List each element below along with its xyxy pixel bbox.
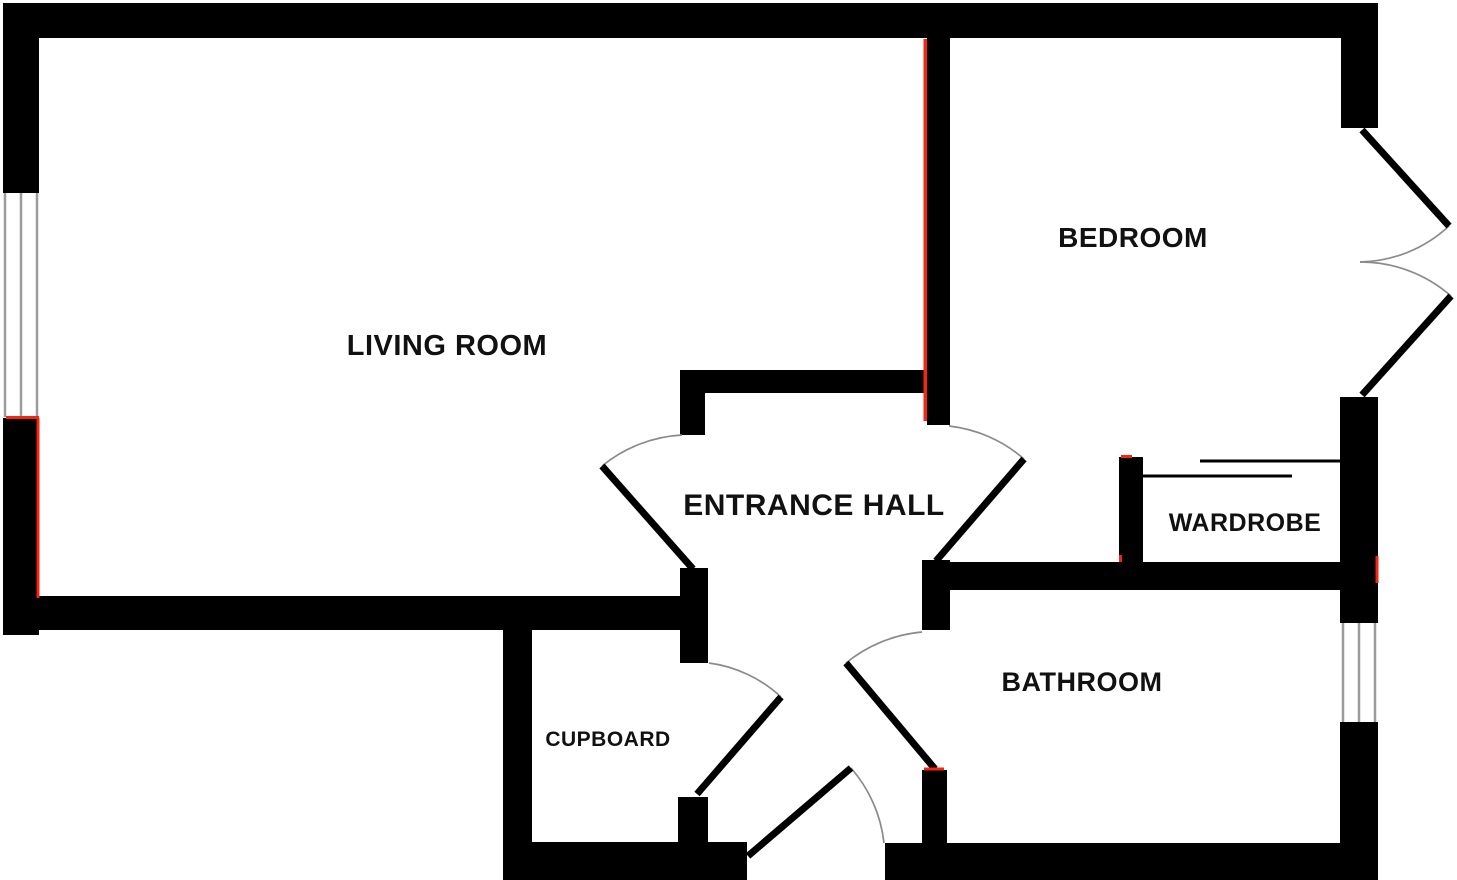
- room-labels: LIVING ROOM BEDROOM ENTRANCE HALL WARDRO…: [347, 222, 1322, 751]
- red-mark-bathroom-stub-top: [924, 767, 944, 771]
- cupboard-label: CUPBOARD: [545, 728, 670, 751]
- bathroom-door-leaf: [843, 660, 938, 772]
- red-mark-bedroom-wall-edge: [923, 39, 927, 421]
- entrance-hall-label: ENTRANCE HALL: [683, 489, 945, 522]
- wall-right-mid: [1340, 397, 1378, 623]
- wall-top: [3, 3, 1378, 38]
- front-door-arc: [850, 767, 885, 844]
- wall-bottom-right: [885, 843, 1378, 880]
- living-room-label: LIVING ROOM: [347, 330, 547, 362]
- wardrobe-label: WARDROBE: [1169, 509, 1322, 537]
- bedroom-door-arc: [948, 425, 1025, 460]
- wall-cupboard-left: [503, 628, 532, 842]
- wardrobe-sliding-doors: [1143, 459, 1340, 478]
- wall-livingroom-bedroom: [927, 38, 950, 425]
- patio-door-upper-leaf: [1359, 127, 1452, 229]
- windows: [3, 193, 1377, 722]
- living-room-door-arc: [601, 434, 683, 467]
- patio-door-lower-leaf: [1359, 293, 1454, 398]
- living-room-window: [3, 193, 39, 417]
- wall-right-lower: [1340, 722, 1378, 880]
- wall-left-upper: [3, 3, 39, 193]
- red-mark-wardrobe-stub-bottom: [1119, 555, 1122, 562]
- wall-bathroom-top: [922, 562, 1348, 590]
- wall-hall-left-stub-top: [680, 370, 705, 435]
- red-mark-right-wall: [1375, 556, 1379, 583]
- patio-door-upper-arc: [1359, 225, 1450, 263]
- wall-hall-left-stub-bottom: [678, 797, 708, 843]
- wall-right-upper: [1341, 3, 1378, 128]
- cupboard-door-arc: [708, 662, 782, 698]
- red-mark-left-wall-edge: [36, 418, 40, 598]
- front-door-leaf: [745, 765, 854, 859]
- walls: [3, 3, 1378, 880]
- red-mark-wardrobe-stub-top: [1121, 455, 1132, 458]
- bathroom-door-arc: [845, 631, 923, 664]
- red-accents: [6, 39, 1379, 771]
- living-room-door-leaf: [599, 463, 696, 572]
- bedroom-door-leaf: [933, 456, 1027, 564]
- door-leaves: [599, 127, 1454, 859]
- wall-left-lower: [3, 418, 39, 635]
- cupboard-door-leaf: [694, 694, 784, 797]
- wall-livingroom-bottom: [36, 596, 690, 630]
- wall-bottom-left: [503, 842, 747, 880]
- wall-hall-left-stub-mid: [680, 568, 708, 663]
- red-mark-window-sill: [6, 416, 39, 419]
- wall-wardrobe-left-stub: [1119, 457, 1143, 565]
- bedroom-label: BEDROOM: [1058, 222, 1208, 253]
- bathroom-window: [1341, 623, 1377, 722]
- wall-hall-top: [680, 370, 927, 393]
- wall-bathroom-stub-bottom: [922, 770, 947, 845]
- patio-door-lower-arc: [1359, 261, 1452, 297]
- bathroom-label: BATHROOM: [1002, 667, 1163, 697]
- door-arcs: [601, 225, 1452, 844]
